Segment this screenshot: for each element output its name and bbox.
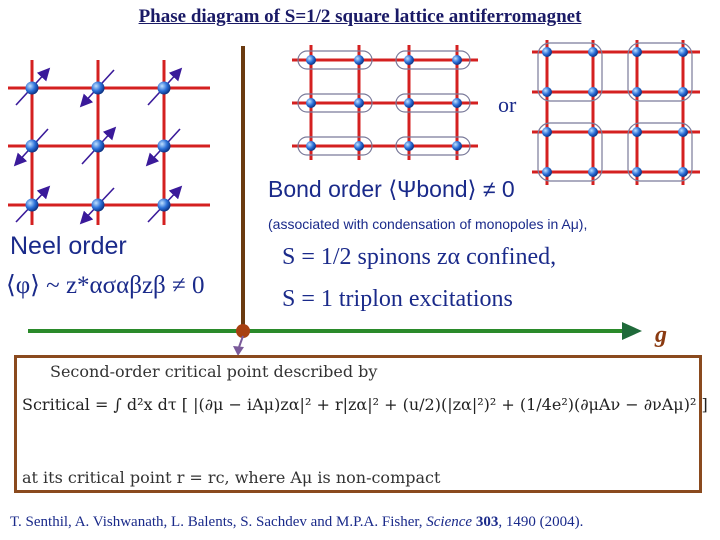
or-label: or	[498, 92, 517, 117]
triplon-statement: S = 1 triplon excitations	[282, 286, 513, 312]
citation: T. Senthil, A. Vishwanath, L. Balents, S…	[10, 514, 583, 531]
citation-pages: , 1490 (2004).	[498, 514, 584, 530]
columnar-dimer-lattice	[292, 45, 478, 160]
critical-action-equation: Scritical = ∫ d²x dτ [ |(∂μ − iAμ)zα|² +…	[22, 395, 708, 414]
monopole-note: (associated with condensation of monopol…	[268, 216, 588, 232]
spinon-statement: S = 1/2 spinons zα confined,	[282, 244, 557, 270]
neel-order-label: Neel order	[10, 232, 127, 260]
plaquette-lattice	[532, 40, 700, 185]
bond-order-label: Bond order ⟨Ψbond⟩ ≠ 0	[268, 176, 515, 202]
critical-point-marker	[236, 324, 250, 338]
neel-lattice	[8, 60, 210, 225]
citation-volume: 303	[475, 514, 499, 530]
critical-heading: Second-order critical point described by	[50, 362, 378, 381]
citation-authors: T. Senthil, A. Vishwanath, L. Balents, S…	[10, 514, 423, 530]
neel-order-parameter: ⟨φ⟩ ~ z*ασαβzβ ≠ 0	[6, 272, 205, 299]
axis-arrowhead	[622, 322, 642, 340]
critical-theory-box	[14, 355, 702, 493]
page-title: Phase diagram of S=1/2 square lattice an…	[138, 6, 582, 27]
citation-journal: Science	[426, 514, 473, 530]
critical-footer: at its critical point r = rc, where Aμ i…	[22, 468, 441, 487]
axis-label-g: g	[655, 322, 667, 348]
